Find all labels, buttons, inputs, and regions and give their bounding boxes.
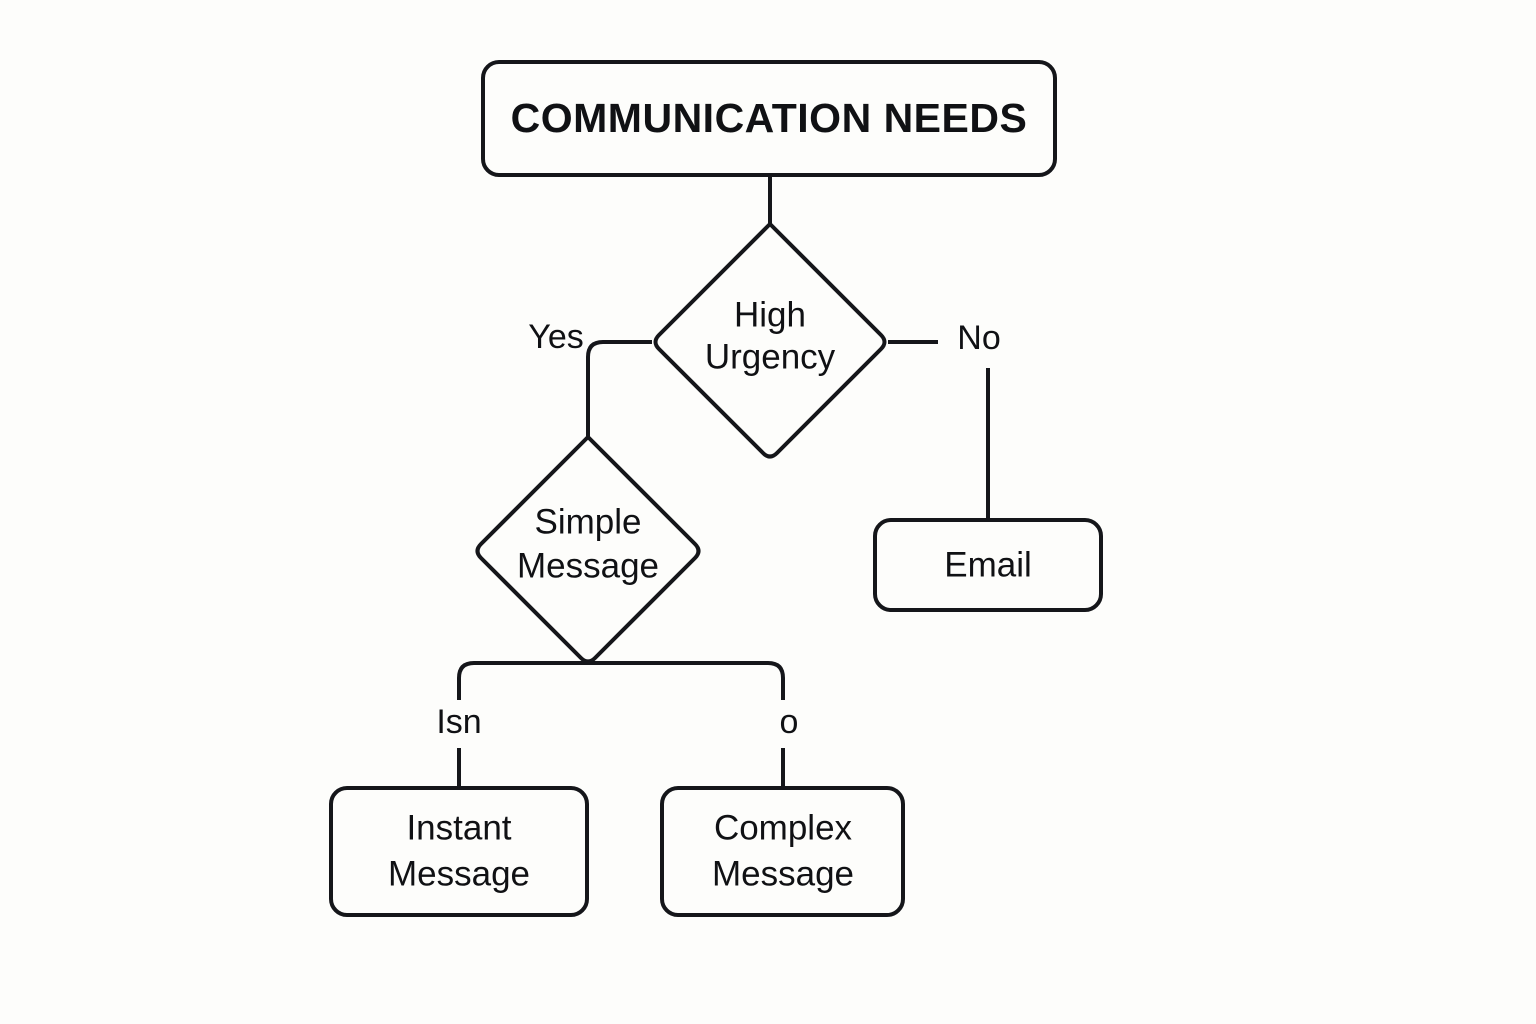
edge-label-right-branch: o — [780, 703, 799, 741]
edge-simple-message-right-elbow — [588, 661, 785, 700]
email-box — [873, 518, 1103, 612]
communication-needs-box — [481, 60, 1057, 177]
node-complex-message[interactable]: Complex Message — [660, 786, 905, 917]
edge-high-urgency-yes-to-simple-message — [586, 340, 652, 437]
complex-message-label-line2: Message — [712, 854, 854, 893]
node-simple-message[interactable]: Simple Message — [475, 435, 701, 664]
complex-message-box — [660, 786, 905, 917]
node-email[interactable]: Email — [873, 518, 1103, 612]
high-urgency-diamond — [653, 222, 887, 459]
complex-message-label-line1: Complex — [714, 808, 853, 847]
instant-message-label-line2: Message — [388, 854, 530, 893]
edge-label-yes: Yes — [528, 318, 583, 356]
node-high-urgency[interactable]: High Urgency — [653, 222, 887, 459]
instant-message-box — [329, 786, 589, 917]
simple-message-label-line2: Message — [517, 546, 659, 585]
simple-message-diamond — [475, 435, 701, 664]
instant-message-label-line1: Instant — [406, 808, 511, 847]
edge-label-left-branch: Isn — [436, 703, 481, 741]
communication-needs-label: COMMUNICATION NEEDS — [511, 95, 1028, 141]
edge-label-no: No — [957, 319, 1000, 357]
node-communication-needs[interactable]: COMMUNICATION NEEDS — [481, 60, 1057, 177]
high-urgency-label-line1: High — [734, 295, 806, 334]
edge-simple-message-left-elbow — [457, 661, 588, 700]
email-label: Email — [944, 545, 1032, 584]
high-urgency-label-line2: Urgency — [705, 337, 836, 376]
simple-message-label-line1: Simple — [535, 502, 642, 541]
node-instant-message[interactable]: Instant Message — [329, 786, 589, 917]
